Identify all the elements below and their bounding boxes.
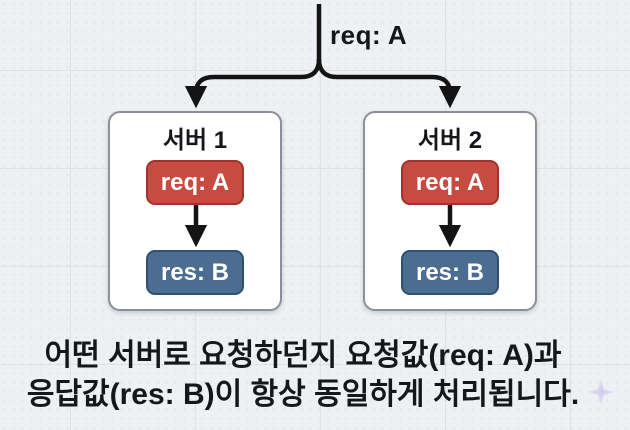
server-1-title: 서버 1 — [162, 127, 228, 154]
caption: 어떤 서버로 요청하던지 요청값(req: A)과 응답값(res: B)이 항… — [0, 336, 606, 414]
server-2-request-box: req: A — [401, 160, 499, 205]
server-2-card: 서버 2 req: A res: B — [363, 111, 537, 311]
server-1-card: 서버 1 req: A res: B — [108, 111, 282, 311]
top-split-arrow-right — [316, 58, 462, 109]
server-2-response-box: res: B — [401, 250, 499, 295]
caption-line-2: 응답값(res: B)이 항상 동일하게 처리됩니다. — [26, 378, 580, 411]
incoming-request-label: req: A — [330, 20, 408, 50]
server-2-title: 서버 2 — [417, 127, 483, 154]
server-1-request-box: req: A — [146, 160, 244, 205]
server-1-response-box: res: B — [146, 250, 244, 295]
top-split-arrow-left — [184, 4, 322, 109]
caption-line-1: 어떤 서버로 요청하던지 요청값(req: A)과 — [44, 339, 562, 372]
